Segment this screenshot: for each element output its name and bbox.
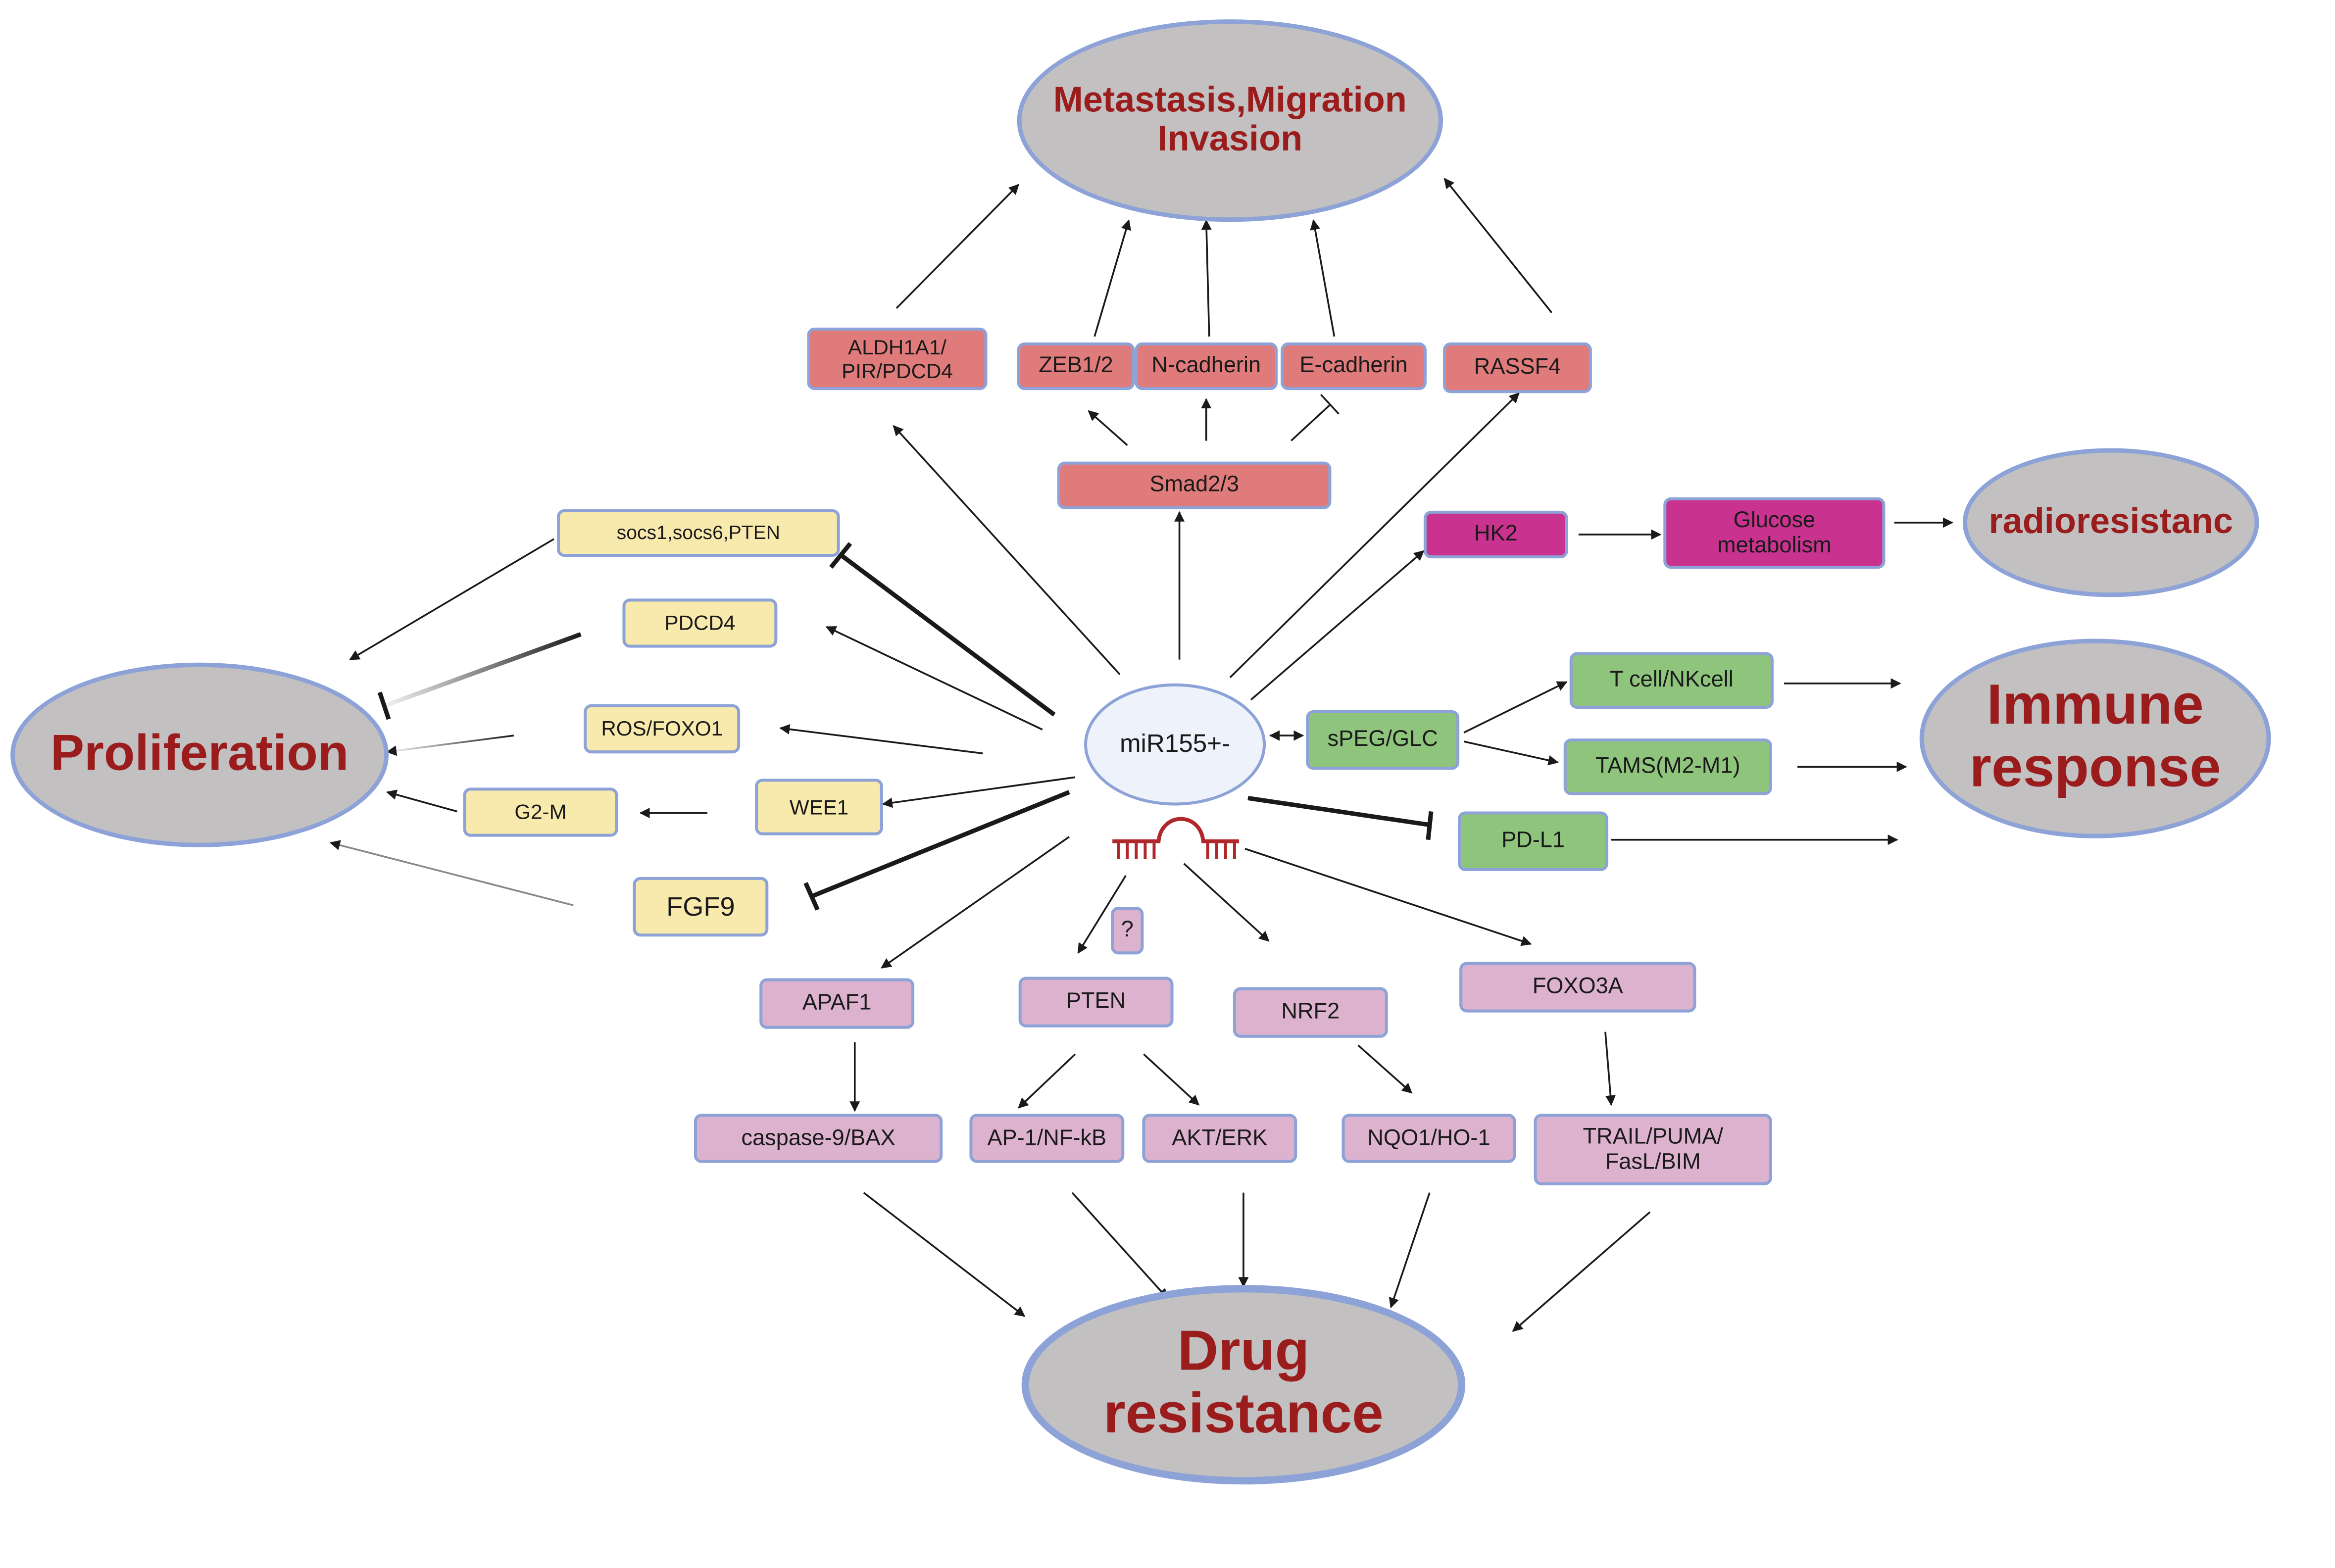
arrow-ap1-drug [1071,1192,1168,1299]
inhibit-mir-fgf9 [810,790,1070,899]
node-unknown: ? [1111,907,1144,955]
node-e-cadherin: E-cadherin [1281,342,1427,391]
inhibit-smad-ecad-bar [1320,393,1340,415]
arrow-mir-hk2 [1250,550,1425,701]
arrow-ros-prolif [386,735,514,756]
node-g2-m: G2-M [463,787,618,837]
node-caspase9-bax: caspase-9/BAX [694,1114,943,1163]
node-nqo1-ho1: NQO1/HO-1 [1341,1114,1516,1163]
inhibit-smad-ecad [1290,404,1331,441]
node-aldh1a1: ALDH1A1/ PIR/PDCD4 [807,327,988,391]
node-apaf1: APAF1 [759,978,915,1029]
arrow-mir-rassf [1229,392,1520,679]
mir155-center-node: miR155+- [1084,683,1266,806]
node-smad23: Smad2/3 [1057,461,1332,509]
arrow-ncad-metastasis [1201,219,1212,337]
arrow-pten-akt [1143,1053,1200,1106]
node-n-cadherin: N-cadherin [1135,342,1278,391]
outcome-metastasis: Metastasis,Migration Invasion [1017,19,1443,222]
arrow-aldh-metastasis [895,184,1020,309]
arrow-pten-ap1 [1018,1053,1076,1109]
arrow-mir-ros [779,724,983,754]
outcome-radioresistance: radioresistanc [1962,448,2259,597]
node-foxo3a: FOXO3A [1459,962,1696,1013]
arrow-mir-apaf [881,836,1070,969]
inhibit-mir-socs [840,553,1056,717]
arrow-icon-pten [1077,875,1127,954]
inhibit-pdcd4-prolif [383,632,582,708]
node-nrf2: NRF2 [1233,987,1388,1038]
node-ros-foxo1: ROS/FOXO1 [584,704,741,754]
arrow-zeb-metastasis [1093,219,1132,337]
arrow-ecad-metastasis [1310,219,1336,337]
arrow-smad-zeb [1088,410,1128,446]
outcome-drug-resistance: Drug resistance [1021,1285,1466,1485]
node-pd-l1: PD-L1 [1458,811,1608,871]
outcome-immune: Immune response [1919,638,2271,838]
inhibit-mir-socs-bar [829,542,852,569]
node-ap1-nfkb: AP-1/NF-kB [969,1114,1125,1163]
node-tams: TAMS(M2-M1) [1563,738,1772,795]
arrow-trail-drug [1512,1211,1651,1332]
outcome-proliferation: Proliferation [10,662,389,847]
node-pdcd4: PDCD4 [622,598,778,648]
inhibit-mir-fgf9-bar [803,882,820,911]
node-rassf4: RASSF4 [1443,342,1592,393]
node-tcell-nkcell: T cell/NKcell [1569,652,1774,709]
arrow-mir-foxo3a [1244,848,1532,946]
arrow-fgf9-prolif [329,840,574,906]
arrow-mir-wee1 [882,776,1076,808]
node-akt-erk: AKT/ERK [1142,1114,1297,1163]
node-pten: PTEN [1018,977,1174,1028]
node-fgf9: FGF9 [633,877,769,937]
node-zeb12: ZEB1/2 [1017,342,1135,391]
inhibit-mir-pdl1-bar [1426,811,1434,840]
arrow-nqo1-drug [1389,1192,1431,1309]
arrow-speg-tcell [1463,681,1568,734]
arrow-g2m-prolif [386,789,458,813]
arrow-foxo3a-trail [1604,1031,1616,1106]
arrow-speg-tams [1463,740,1559,766]
inhibit-pdcd4-prolif-bar [377,691,391,720]
node-glucose-metabolism: Glucose metabolism [1663,497,1886,569]
arrow-nrf2-nqo1 [1357,1044,1413,1094]
inhibit-mir-pdl1 [1247,795,1430,828]
arrow-mir-aldh [893,425,1121,675]
arrow-mir-nrf2 [1183,863,1270,942]
mirna-hairpin-icon [1112,817,1239,859]
node-wee1: WEE1 [755,779,883,835]
arrow-rassf-metastasis [1443,178,1553,313]
arrow-casp-drug [863,1192,1026,1317]
node-speg-glc: sPEG/GLC [1306,710,1460,770]
arrow-socs-prolif [349,538,555,661]
node-hk2: HK2 [1423,510,1568,559]
arrow-mir-pdcd4 [825,626,1043,731]
node-socs1-socs6-pten: socs1,socs6,PTEN [557,509,840,557]
node-trail-puma-fasl-bim: TRAIL/PUMA/ FasL/BIM [1534,1114,1772,1185]
